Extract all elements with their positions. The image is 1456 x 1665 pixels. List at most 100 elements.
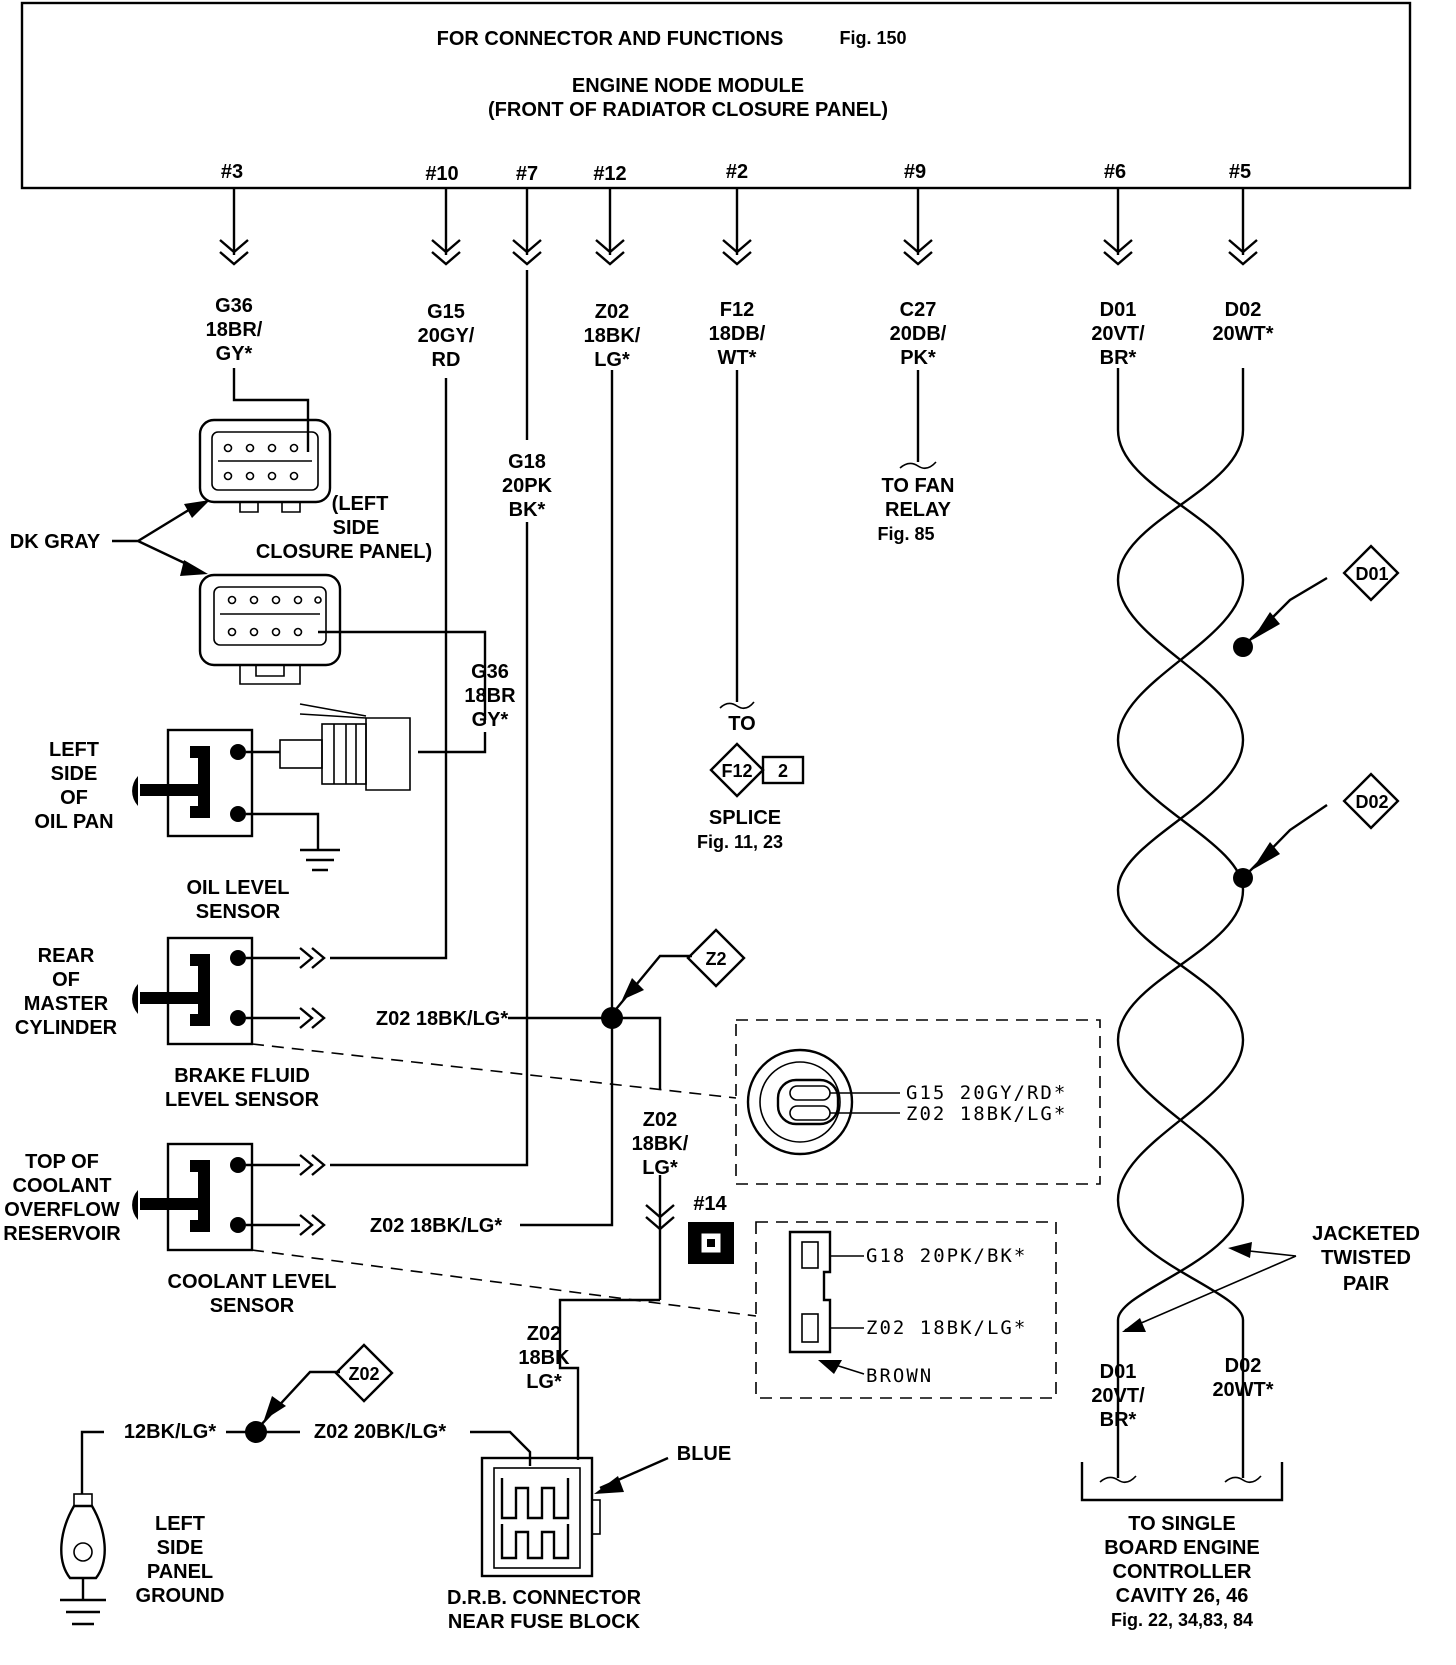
d01-twisted-wire bbox=[1116, 368, 1245, 1478]
oil-sensor-name: OIL LEVEL bbox=[187, 877, 290, 899]
wire-color: RD bbox=[432, 349, 461, 371]
oil-sensor-name: SENSOR bbox=[196, 901, 281, 923]
coolant-level-sensor bbox=[132, 1142, 326, 1252]
wire-code: Z02 bbox=[595, 301, 629, 323]
brake-location: REAR bbox=[38, 945, 95, 967]
brake-connector-face bbox=[746, 1048, 900, 1156]
brake-location: CYLINDER bbox=[15, 1017, 118, 1039]
brake-inset-wire2: Z02 18BK/LG* bbox=[906, 1103, 1067, 1125]
controller-dest: CAVITY 26, 46 bbox=[1116, 1585, 1249, 1607]
ground-to-drb-wire bbox=[470, 1430, 532, 1466]
drb-name: D.R.B. CONNECTOR bbox=[447, 1587, 642, 1609]
coolant-location: TOP OF bbox=[25, 1151, 99, 1173]
splice-num: 2 bbox=[778, 761, 788, 781]
ground-wire-left bbox=[80, 1430, 104, 1494]
ground-name: GROUND bbox=[136, 1585, 225, 1607]
wire-color: WT* bbox=[718, 347, 757, 369]
module-title: ENGINE NODE MODULE bbox=[572, 75, 804, 97]
oil-location: LEFT bbox=[49, 739, 99, 761]
wire-code: D02 bbox=[1225, 299, 1262, 321]
splice-diamond bbox=[709, 742, 765, 798]
splice-label: SPLICE bbox=[709, 807, 781, 829]
coolant-z02-label: Z02 18BK/LG* bbox=[370, 1215, 502, 1237]
z02-ground-arrow bbox=[264, 1396, 286, 1420]
blue-arrow bbox=[594, 1476, 624, 1494]
z02-ground-diamond bbox=[334, 1343, 394, 1403]
z2-diamond bbox=[686, 928, 746, 988]
pin-label: #7 bbox=[516, 163, 538, 185]
middle-z02-gauge: 18BK/ bbox=[632, 1133, 689, 1155]
brake-inset-leader bbox=[251, 1043, 737, 1099]
middle-z02-code: Z02 bbox=[643, 1109, 677, 1131]
coolant-inset-color: BROWN bbox=[866, 1365, 933, 1387]
oil-level-sensor bbox=[132, 703, 411, 872]
coolant-location: RESERVOIR bbox=[3, 1223, 121, 1245]
dk-gray-label: DK GRAY bbox=[10, 531, 101, 553]
pin14-chevron bbox=[645, 1204, 675, 1231]
wire-color: PK* bbox=[900, 347, 936, 369]
dk-gray-arrow bbox=[184, 500, 210, 518]
module-subtitle: (FRONT OF RADIATOR CLOSURE PANEL) bbox=[488, 99, 888, 121]
wire-gauge: 20WT* bbox=[1212, 323, 1273, 345]
brown-arrow bbox=[818, 1360, 842, 1374]
wire-gauge: 18BR/ bbox=[206, 319, 263, 341]
pin14-pin bbox=[707, 1239, 715, 1247]
dk-gray-arrow bbox=[180, 560, 208, 576]
d01-bottom-gauge: 20VT/ bbox=[1091, 1385, 1145, 1407]
controller-dest: CONTROLLER bbox=[1113, 1561, 1252, 1583]
wire-color: LG* bbox=[594, 349, 630, 371]
pin-label: #2 bbox=[726, 161, 748, 183]
twisted-pair-arrow bbox=[1122, 1318, 1146, 1332]
pin-label: #12 bbox=[593, 163, 626, 185]
coolant-location: OVERFLOW bbox=[4, 1199, 120, 1221]
brake-fluid-sensor bbox=[132, 936, 326, 1046]
wire-color: GY* bbox=[216, 343, 253, 365]
ground-name: SIDE bbox=[157, 1537, 204, 1559]
wire-color: BR* bbox=[1100, 347, 1137, 369]
g36-gauge: 18BR bbox=[464, 685, 516, 707]
pin-label: #9 bbox=[904, 161, 926, 183]
fan-relay-fig: Fig. 85 bbox=[877, 524, 934, 544]
for-connector-label: FOR CONNECTOR AND FUNCTIONS bbox=[437, 28, 784, 50]
pair-label: PAIR bbox=[1343, 1273, 1390, 1295]
twisted-pair-arrow bbox=[1228, 1242, 1252, 1258]
wire-code: G15 bbox=[427, 301, 465, 323]
oil-location: SIDE bbox=[51, 763, 98, 785]
wire-gauge: 18DB/ bbox=[709, 323, 766, 345]
pin-label: #6 bbox=[1104, 161, 1126, 183]
drb-name: NEAR FUSE BLOCK bbox=[448, 1611, 641, 1633]
d-wire-breaks bbox=[1099, 1475, 1262, 1484]
fan-relay-to: TO FAN bbox=[882, 475, 955, 497]
brake-sensor-name: BRAKE FLUID bbox=[174, 1065, 310, 1087]
coolant-sensor-name: COOLANT LEVEL bbox=[168, 1271, 337, 1293]
drb-wire-gauge: 18BK bbox=[518, 1347, 570, 1369]
splice-box bbox=[761, 755, 805, 785]
left-closure-connector-bottom bbox=[198, 573, 342, 685]
coolant-connector-face bbox=[788, 1230, 865, 1375]
wire-code: F12 bbox=[720, 299, 754, 321]
dk-gray-leader bbox=[112, 506, 196, 570]
g36-bottom-wire bbox=[318, 630, 487, 720]
drb-wire-color: LG* bbox=[526, 1371, 562, 1393]
ground-lug bbox=[60, 1493, 106, 1626]
controller-bracket bbox=[1080, 1462, 1284, 1502]
z02-brake-wire bbox=[508, 1016, 662, 1090]
d01-bottom-code: D01 bbox=[1100, 1361, 1137, 1383]
wire-gauge: 20GY/ bbox=[418, 325, 475, 347]
d01-marker-label: D01 bbox=[1355, 564, 1388, 584]
ground-name: LEFT bbox=[155, 1513, 205, 1535]
wire-gauge: 20PK bbox=[502, 475, 553, 497]
ground-splice-dot bbox=[245, 1421, 267, 1443]
brake-connector-inset bbox=[735, 1019, 1101, 1185]
pin-stubs bbox=[219, 188, 1258, 266]
d01-bottom-color: BR* bbox=[1100, 1409, 1137, 1431]
oil-location: OIL PAN bbox=[34, 811, 113, 833]
z2-splice-dot bbox=[601, 1007, 623, 1029]
left-closure-connector-top bbox=[198, 418, 332, 513]
wire-code: G18 bbox=[508, 451, 546, 473]
controller-dest: TO SINGLE bbox=[1128, 1513, 1235, 1535]
d02-marker-label: D02 bbox=[1355, 792, 1388, 812]
g36-color: GY* bbox=[472, 709, 509, 731]
